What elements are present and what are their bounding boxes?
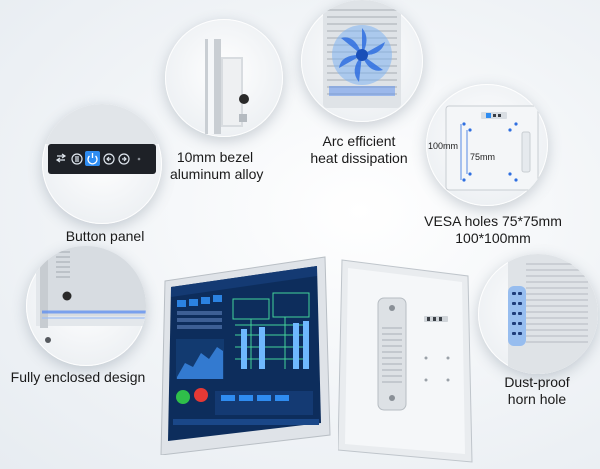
- button-strip-image: [42, 104, 162, 174]
- status-red-button: [194, 388, 208, 402]
- heat-line-2: heat dissipation: [310, 150, 408, 166]
- enclosed-caption: Fully enclosed design: [10, 369, 146, 385]
- heat-caption: Arc efficient heat dissipation: [300, 133, 418, 167]
- heat-line-1: Arc efficient: [322, 133, 396, 149]
- bezel-detail-circle: [165, 19, 283, 137]
- vesa-dim-outer: 100mm: [428, 141, 459, 151]
- bezel-caption: 10mm bezel aluminum alloy: [170, 149, 264, 183]
- heat-detail-circle: [301, 0, 423, 122]
- vesa-dim-inner: 75mm: [470, 152, 496, 162]
- vesa-line-2: 100*100mm: [455, 230, 531, 246]
- vesa-line-1: VESA holes 75*75mm: [424, 213, 562, 229]
- vesa-caption: VESA holes 75*75mm 100*100mm: [418, 213, 568, 247]
- panel-pc-front: [160, 256, 331, 455]
- vesa-back-image: [445, 105, 539, 191]
- bezel-line-1: 10mm bezel: [176, 149, 254, 165]
- horn-hole-image: [508, 254, 598, 374]
- dust-caption: Dust-proof horn hole: [487, 374, 587, 408]
- dust-line-1: Dust-proof: [504, 374, 570, 390]
- enclosed-corner-image: [36, 246, 146, 343]
- panel-pc-back: [338, 259, 473, 463]
- dust-line-2: horn hole: [507, 391, 567, 407]
- status-green-button: [176, 390, 190, 404]
- vesa-detail-circle: 100mm 75mm: [426, 84, 548, 206]
- bezel-line-2: aluminum alloy: [170, 166, 264, 182]
- button-panel-caption: Button panel: [65, 228, 145, 244]
- fan-vent-image: [323, 0, 401, 108]
- dust-detail-circle: [478, 254, 598, 374]
- bezel-profile-image: [205, 39, 249, 134]
- button-panel-circle: [42, 104, 162, 224]
- enclosed-detail-circle: [26, 246, 146, 366]
